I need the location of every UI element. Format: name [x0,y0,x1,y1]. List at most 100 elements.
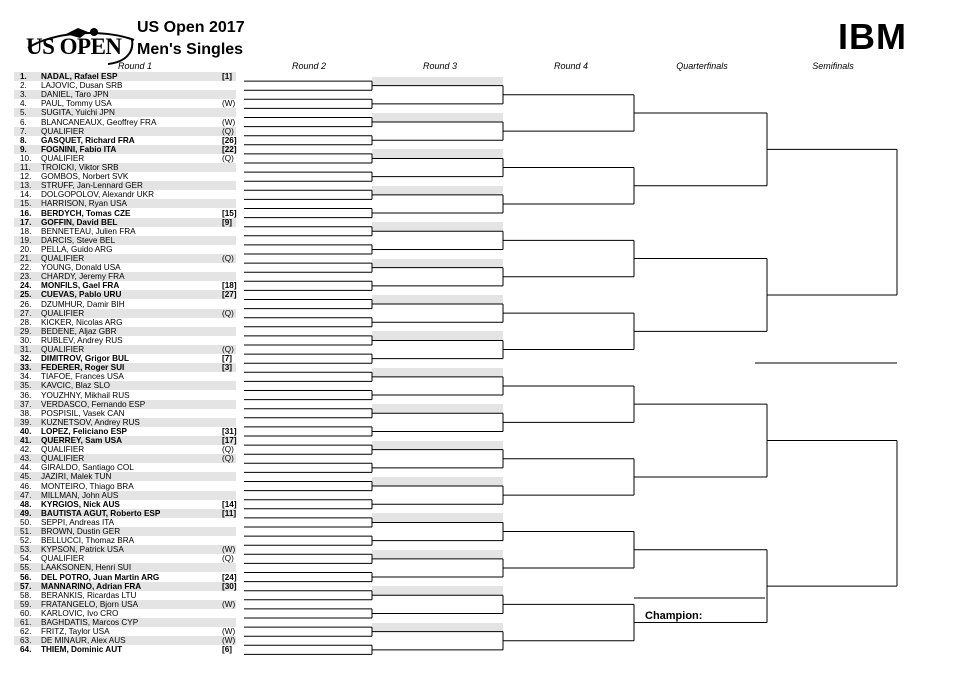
page-subtitle: Men's Singles [137,41,244,58]
player-seed: [22] [222,144,237,154]
r2-slot-shade [372,76,503,86]
player-row: 57.MANNARINO, Adrian FRA[30] [14,581,237,591]
player-number: 49. [20,508,32,518]
player-name: BAUTISTA AGUT, Roberto ESP [41,508,161,518]
player-number: 63. [20,636,32,646]
player-number: 10. [20,153,32,163]
player-row: 43.QUALIFIER(Q) [14,454,236,464]
player-number: 38. [20,408,32,418]
player-row: 59. FRATANGELO, Bjorn USA (W) [14,599,236,609]
player-number: 25. [20,290,32,300]
player-row: 14.DOLGOPOLOV, Alexandr UKR [14,190,236,199]
r2-slot-shade [372,112,503,123]
player-number: 15. [20,199,32,209]
player-row: 44.GIRALDO, Santiago COL [14,463,236,472]
player-seed: (W) [222,599,236,609]
player-number: 55. [20,563,32,573]
player-name: QUERREY, Sam USA [41,436,122,445]
player-seed: (W) [222,627,236,637]
player-name: MONFILS, Gael FRA [41,281,120,291]
player-row: 38.POSPISIL, Vasek CAN [14,409,236,418]
player-name: QUALIFIER [41,454,85,464]
player-row: 32.DIMITROV, Grigor BUL[7] [14,354,236,363]
r2-slot-shade [372,185,503,195]
player-seed: [24] [222,572,237,582]
player-number: 6. [20,117,27,127]
player-row: 41.QUERREY, Sam USA[17] [14,436,237,445]
r2-slot-shade [372,331,503,341]
player-number: 24. [20,281,32,291]
player-name: DEL POTRO, Juan Martin ARG [41,572,160,582]
player-name: STRUFF, Jan-Lennard GER [41,181,143,191]
player-name: FRATANGELO, Bjorn USA [41,599,139,609]
player-seed: [14] [222,499,237,509]
player-row: 34.TIAFOE, Frances USA [14,372,236,381]
player-number: 30. [20,335,32,345]
player-row: 50.SEPPI, Andreas ITA [14,518,236,527]
player-number: 46. [20,481,32,491]
player-name: GOFFIN, David BEL [41,217,118,227]
player-number: 34. [20,372,32,382]
round-header-sf: Semifinals [812,61,854,71]
player-number: 39. [20,417,32,427]
player-number: 36. [20,390,32,400]
player-name: QUALIFIER [41,308,85,318]
r2-slot-shade [372,294,503,305]
player-row: 45.JAZIRI, Malek TUN [14,472,236,482]
player-row: 24. MONFILS, Gael FRA [18] [14,281,237,291]
player-number: 23. [20,272,32,282]
player-number: 42. [20,445,32,455]
player-name: KAVCIC, Blaz SLO [41,381,111,391]
player-seed: (W) [222,99,236,109]
player-name: TROICKI, Viktor SRB [41,163,119,172]
player-number: 59. [20,599,32,609]
player-name: KICKER, Nicolas ARG [41,317,123,327]
player-number: 7. [20,126,27,136]
player-seed: (Q) [222,254,234,263]
player-row: 30. RUBLEV, Andrey RUS [14,336,236,345]
player-name: CUEVAS, Pablo URU [41,290,122,300]
player-row: 33.FEDERER, Roger SUI[3] [14,363,236,373]
player-row: 12.GOMBOS, Norbert SVK [14,172,236,181]
player-row: 3.DANIEL, Taro JPN [14,90,236,100]
player-name: PELLA, Guido ARG [41,244,113,254]
player-row: 29.BEDENE, Aljaz GBR [14,326,236,336]
us-open-logo: US OPEN [22,8,140,65]
player-seed: [15] [222,208,237,218]
player-row: 15.HARRISON, Ryan USA [14,199,236,209]
player-row: 5.SUGITA, Yuichi JPN [14,108,236,118]
player-row: 63.DE MINAUR, Alex AUS(W) [14,636,236,646]
r2-slot-shade [372,149,503,159]
player-name: GOMBOS, Norbert SVK [41,172,129,182]
player-number: 1. [20,72,27,81]
player-row: 28.KICKER, Nicolas ARG [14,318,236,327]
player-number: 18. [20,226,32,236]
player-row: 21.QUALIFIER(Q) [14,254,236,263]
player-name: THIEM, Dominic AUT [41,645,123,655]
player-name: LAAKSONEN, Henri SUI [41,563,132,573]
player-name: QUALIFIER [41,254,85,263]
player-seed: (W) [222,545,236,555]
player-number: 41. [20,436,32,445]
player-number: 45. [20,472,32,482]
player-name: DIMITROV, Grigor BUL [41,354,129,364]
player-name: QUALIFIER [41,153,85,163]
player-name: FRITZ, Taylor USA [41,627,110,637]
player-number: 64. [20,645,32,655]
player-row: 46.MONTEIRO, Thiago BRA [14,482,236,491]
player-name: DOLGOPOLOV, Alexandr UKR [41,190,155,200]
player-row: 17.GOFFIN, David BEL[9] [14,217,236,227]
player-name: RUBLEV, Andrey RUS [41,335,123,345]
player-row: 23.CHARDY, Jeremy FRA [14,272,236,282]
player-name: QUALIFIER [41,445,85,455]
player-seed: [18] [222,281,237,291]
player-name: LAJOVIC, Dusan SRB [41,81,123,91]
player-row: 62.FRITZ, Taylor USA(W) [14,627,236,636]
round-header-r1: Round 1 [117,61,153,71]
player-name: BEDENE, Aljaz GBR [41,326,117,336]
player-name: MILLMAN, John AUS [41,490,119,500]
round-header-r3: Round 3 [422,61,458,71]
player-row: 55. LAAKSONEN, Henri SUI [14,563,236,573]
player-number: 54. [20,554,32,564]
